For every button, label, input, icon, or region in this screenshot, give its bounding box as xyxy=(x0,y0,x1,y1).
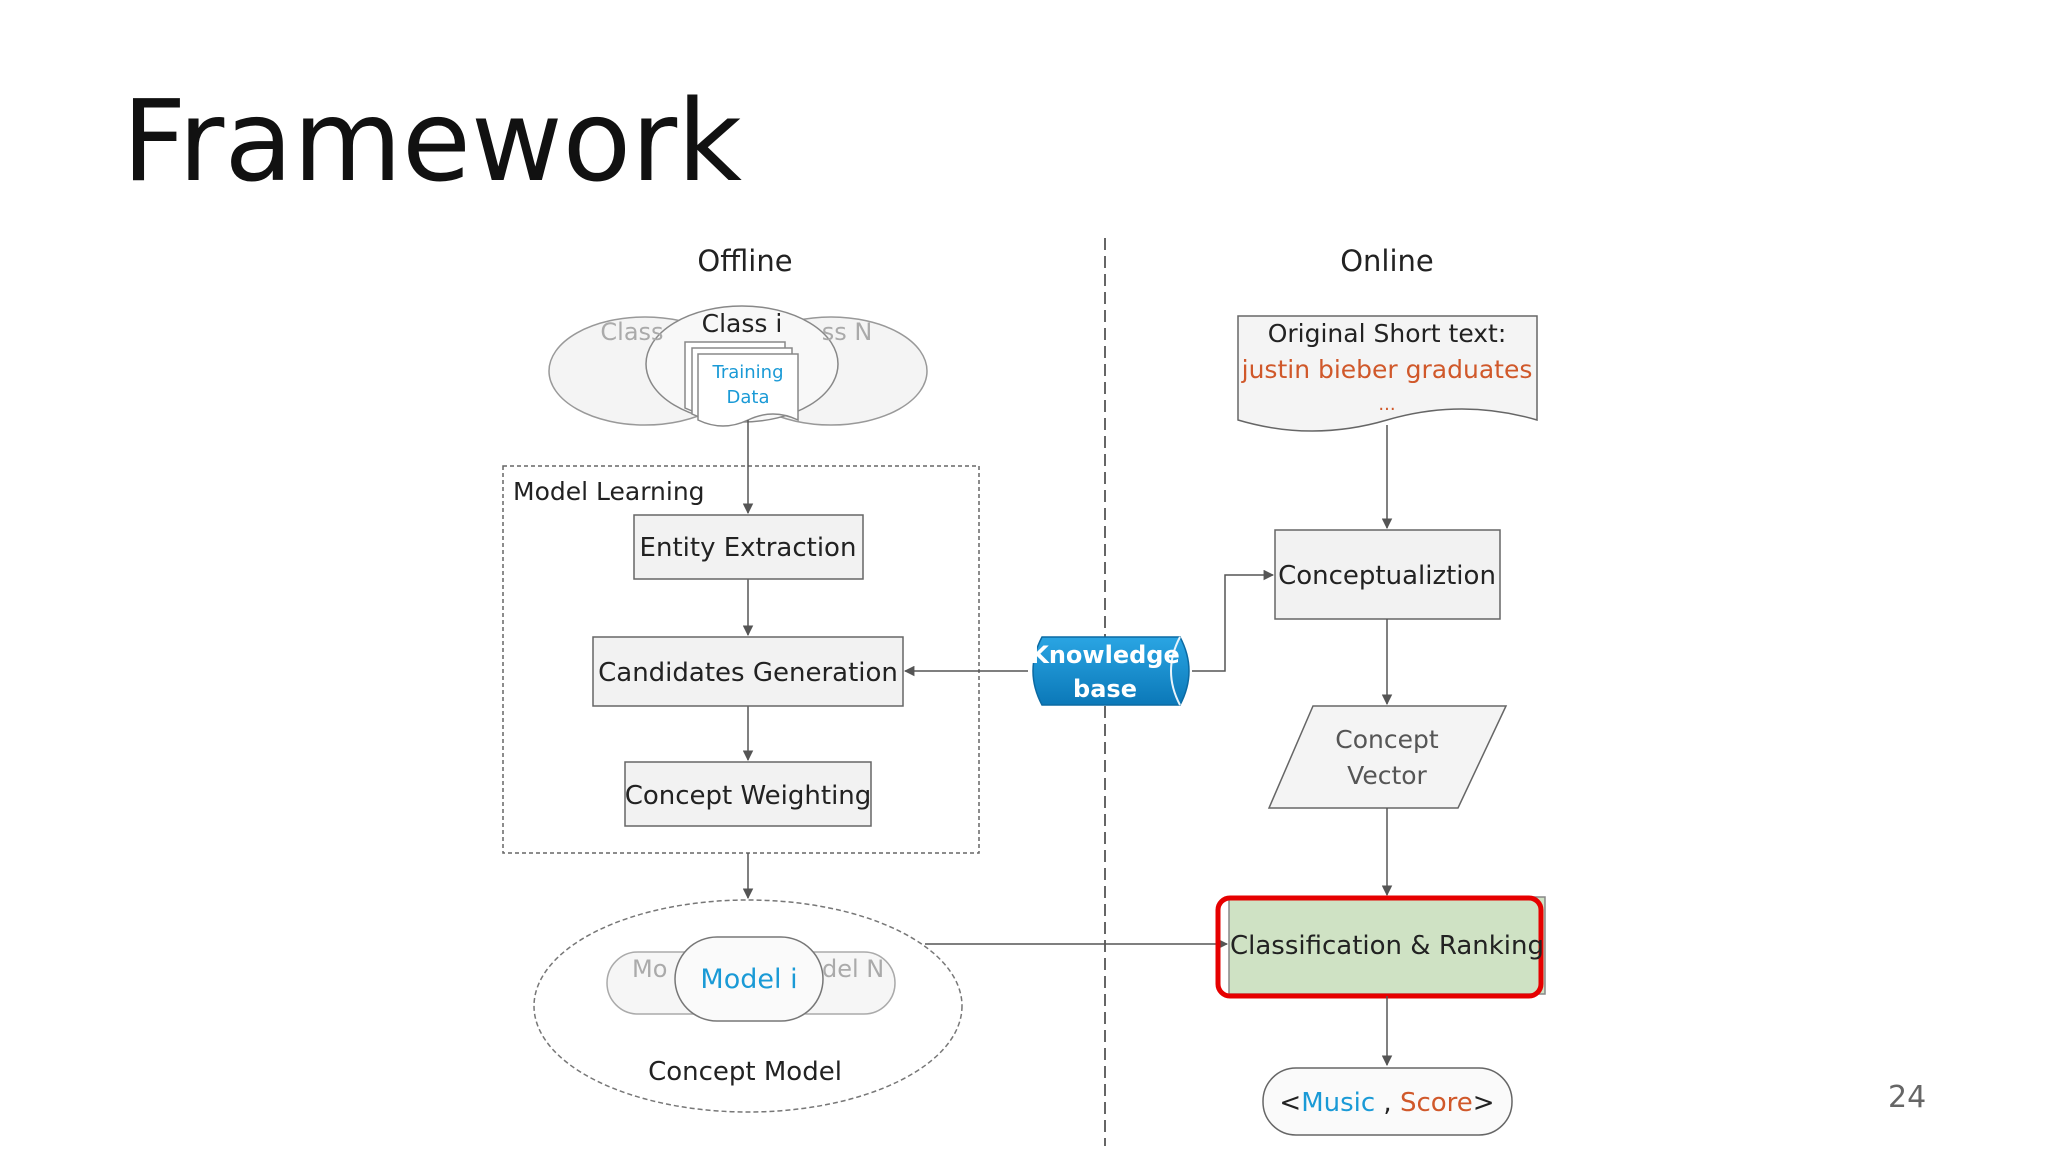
classification-ranking-box xyxy=(1228,896,1546,995)
output-music: Music xyxy=(1301,1088,1375,1118)
output-close: > xyxy=(1473,1088,1495,1118)
model-left-label: Mo xyxy=(632,955,667,983)
output-sep: , xyxy=(1375,1088,1400,1118)
training-data-label-line2: Data xyxy=(727,387,770,408)
offline-header: Offline xyxy=(697,244,792,278)
output-label: <Music , Score> xyxy=(1279,1088,1494,1118)
class-left-label: Class xyxy=(600,318,663,346)
arrow-kb-to-conceptualization xyxy=(1192,569,1275,672)
knowledge-base: Knowledge base xyxy=(1030,636,1190,706)
classification-ranking-label: Classification & Ranking xyxy=(1230,931,1544,961)
knowledge-base-label-line1: Knowledge xyxy=(1030,641,1179,669)
classification-highlight-frame xyxy=(1215,895,1544,999)
original-short-text-label: Original Short text: xyxy=(1268,319,1507,348)
training-data-document: Training Data xyxy=(684,341,799,427)
model-i-pill xyxy=(674,936,824,1022)
concept-model-group: Mo del N Model i Concept Model xyxy=(533,899,963,1113)
concept-weighting-box xyxy=(624,761,872,827)
entity-extraction-label: Entity Extraction xyxy=(640,533,857,563)
class-i-label: Class i xyxy=(702,309,783,338)
concept-vector-label-line1: Concept xyxy=(1335,725,1439,754)
class-right-label: ss N xyxy=(822,318,873,346)
model-right-label: del N xyxy=(822,955,884,983)
online-header: Online xyxy=(1340,244,1434,278)
conceptualization-label: Conceptualiztion xyxy=(1278,561,1496,591)
original-short-text-document: Original Short text: justin bieber gradu… xyxy=(1237,315,1538,432)
class-ellipses-group: Class ss N Class i Training Data xyxy=(548,305,928,427)
conceptualization-box xyxy=(1274,529,1501,620)
model-learning-label: Model Learning xyxy=(513,477,705,506)
concept-weighting-label: Concept Weighting xyxy=(625,781,872,811)
output-score: Score xyxy=(1400,1088,1473,1118)
model-learning-box xyxy=(502,465,980,854)
concept-model-label: Concept Model xyxy=(648,1057,842,1087)
short-text-example: justin bieber graduates xyxy=(1241,355,1533,384)
concept-vector-label-line2: Vector xyxy=(1347,761,1427,790)
entity-extraction-box xyxy=(633,514,864,580)
knowledge-base-label-line2: base xyxy=(1073,675,1137,703)
output-open: < xyxy=(1279,1088,1301,1118)
model-i-label: Model i xyxy=(700,964,797,995)
short-text-ellipsis: ... xyxy=(1378,394,1395,415)
training-data-label-line1: Training xyxy=(711,362,783,383)
page-number: 24 xyxy=(1888,1080,1927,1115)
candidates-generation-box xyxy=(592,636,904,707)
candidates-generation-label: Candidates Generation xyxy=(598,658,898,688)
concept-vector-shape xyxy=(1267,705,1508,809)
output-terminator xyxy=(1262,1067,1513,1136)
slide-title: Framework xyxy=(122,77,742,207)
